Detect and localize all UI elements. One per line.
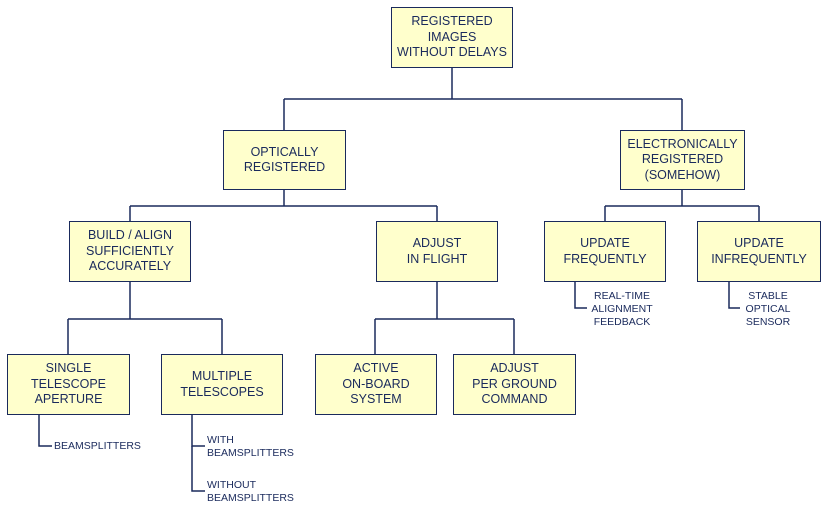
note-line: FEEDBACK xyxy=(593,316,651,328)
node-adjust-ground-command: ADJUST PER GROUND COMMAND xyxy=(453,354,576,415)
node-update-frequently: UPDATE FREQUENTLY xyxy=(544,221,666,282)
node-line: ADJUST xyxy=(412,236,462,250)
node-electronically-registered: ELECTRONICALLY REGISTERED (SOMEHOW) xyxy=(620,130,745,190)
node-line: UPDATE xyxy=(734,236,784,250)
node-line: REGISTERED xyxy=(243,160,326,174)
note-with-beamsplitters: WITH BEAMSPLITTERS xyxy=(207,434,294,460)
node-line: APERTURE xyxy=(34,392,103,407)
node-line: REGISTERED xyxy=(641,152,724,167)
note-without-beamsplitters: WITHOUT BEAMSPLITTERS xyxy=(207,479,294,505)
note-line: WITH xyxy=(207,434,234,446)
node-line: COMMAND xyxy=(481,392,548,407)
node-build-align: BUILD / ALIGN SUFFICIENTLY ACCURATELY xyxy=(69,221,191,282)
node-line: PER GROUND xyxy=(472,376,557,391)
node-line: INFREQUENTLY xyxy=(711,251,807,266)
note-beamsplitters: BEAMSPLITTERS xyxy=(54,440,141,453)
node-update-infrequently: UPDATE INFREQUENTLY xyxy=(697,221,821,282)
node-line: IMAGES xyxy=(427,29,477,44)
node-line: TELESCOPE xyxy=(30,376,107,391)
node-line: TELESCOPES xyxy=(180,384,264,399)
note-line: ALIGNMENT xyxy=(591,303,653,315)
node-multiple-telescopes: MULTIPLE TELESCOPES xyxy=(161,354,283,415)
node-line: (SOMEHOW) xyxy=(644,167,721,182)
node-line: WITHOUT DELAYS xyxy=(397,45,507,60)
note-line: BEAMSPLITTERS xyxy=(207,492,294,504)
node-adjust-in-flight: ADJUST IN FLIGHT xyxy=(376,221,498,282)
node-optically-registered: OPTICALLY REGISTERED xyxy=(223,130,346,190)
node-line: ACCURATELY xyxy=(88,259,172,274)
node-line: ACTIVE xyxy=(353,361,399,376)
node-line: OPTICALLY xyxy=(250,144,319,159)
node-line: SINGLE xyxy=(45,361,92,376)
node-line: SUFFICIENTLY xyxy=(86,243,174,258)
note-line: REAL-TIME xyxy=(593,290,650,302)
node-active-onboard-system: ACTIVE ON-BOARD SYSTEM xyxy=(315,354,437,415)
note-line: SENSOR xyxy=(745,316,791,328)
node-line: BUILD / ALIGN xyxy=(87,228,173,243)
node-line: IN FLIGHT xyxy=(406,251,468,266)
node-registered-images: REGISTERED IMAGES WITHOUT DELAYS xyxy=(391,7,513,68)
node-line: ELECTRONICALLY xyxy=(627,136,738,151)
node-line: UPDATE xyxy=(580,236,630,250)
node-line: MULTIPLE xyxy=(191,369,253,383)
node-single-telescope: SINGLE TELESCOPE APERTURE xyxy=(7,354,130,415)
node-line: FREQUENTLY xyxy=(563,251,647,266)
note-line: STABLE xyxy=(748,290,788,302)
node-line: SYSTEM xyxy=(350,392,402,407)
note-line: WITHOUT xyxy=(207,479,256,491)
node-line: ON-BOARD xyxy=(342,376,410,391)
node-line: REGISTERED xyxy=(411,14,493,29)
note-line: BEAMSPLITTERS xyxy=(207,447,294,459)
note-stable-optical-sensor: STABLE OPTICAL SENSOR xyxy=(741,290,795,329)
note-realtime-feedback: REAL-TIME ALIGNMENT FEEDBACK xyxy=(589,290,655,329)
node-line: ADJUST xyxy=(490,361,539,376)
note-line: OPTICAL xyxy=(745,303,791,315)
note-line: BEAMSPLITTERS xyxy=(54,440,141,452)
